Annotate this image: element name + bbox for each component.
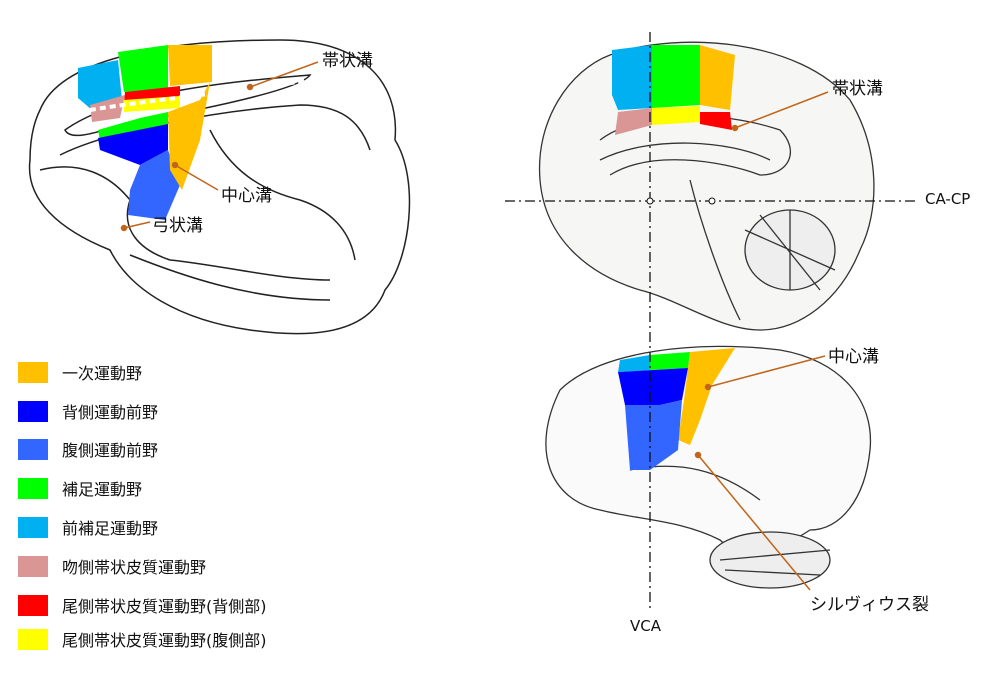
legend-item: 前補足運動野 [18, 516, 158, 538]
legend-label: 尾側帯状皮質運動野(背側部) [62, 597, 267, 616]
ca-cp-label: CA-CP [925, 190, 971, 208]
legend-label: 背側運動前野 [62, 403, 159, 422]
legend-swatch [18, 477, 48, 499]
legend-swatch [18, 516, 48, 538]
legend-swatch [18, 628, 48, 650]
legend-label: 一次運動野 [62, 364, 143, 383]
monkey-brain [28, 39, 411, 335]
monkey-motor-areas [78, 45, 311, 220]
legend-item: 尾側帯状皮質運動野(背側部) [18, 594, 267, 616]
legend-swatch [18, 555, 48, 577]
legend-swatch [18, 594, 48, 616]
legend-swatch [18, 438, 48, 460]
human-central-label: 中心溝 [828, 347, 879, 367]
legend-item: 背側運動前野 [18, 400, 158, 422]
legend-item: 補足運動野 [18, 477, 142, 499]
monkey-central-label: 中心溝 [221, 186, 272, 206]
legend-label: 腹側運動前野 [62, 441, 159, 460]
legend-swatch [18, 400, 48, 422]
legend-item: 一次運動野 [18, 361, 142, 383]
vca-label: VCA [630, 617, 661, 635]
monkey-arcuate-label: 弓状溝 [152, 216, 203, 236]
legend-label: 吻側帯状皮質運動野 [62, 558, 207, 577]
human-lateral-leaders [694, 355, 826, 591]
sylvian-label: シルヴィウス裂 [810, 595, 929, 615]
monkey-leaders [120, 61, 319, 232]
legend-item: 尾側帯状皮質運動野(腹側部) [18, 628, 267, 650]
human-cingulate-label: 帯状溝 [832, 79, 883, 99]
legend-label: 尾側帯状皮質運動野(腹側部) [62, 631, 267, 650]
human-lateral-motor-areas [618, 348, 735, 470]
monkey-cingulate-label: 帯状溝 [322, 51, 373, 71]
human-medial-leaders [731, 91, 829, 132]
legend-item: 腹側運動前野 [18, 438, 158, 460]
legend-label: 前補足運動野 [62, 519, 159, 538]
human-medial-motor-areas [612, 45, 735, 135]
legend-swatch [18, 361, 48, 383]
legend-item: 吻側帯状皮質運動野 [18, 555, 206, 577]
legend-label: 補足運動野 [62, 480, 143, 499]
